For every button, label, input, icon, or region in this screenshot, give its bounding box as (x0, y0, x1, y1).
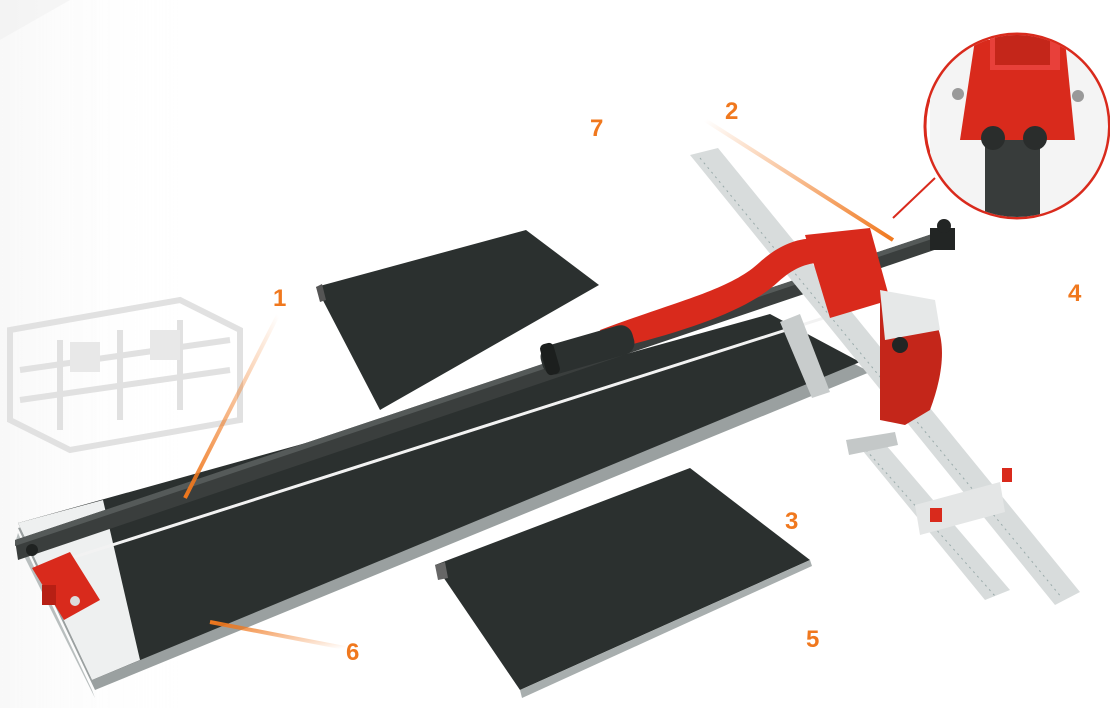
callout-label-1: 1 (273, 285, 287, 312)
support-wing-top (316, 230, 599, 410)
callout-label-7: 7 (590, 115, 604, 142)
leader-6 (209, 620, 346, 650)
end-block-left (26, 544, 100, 620)
callout-label-5: 5 (806, 626, 820, 653)
leader-2 (703, 118, 895, 242)
callout-label-6: 6 (346, 639, 360, 666)
leader-1 (183, 314, 280, 499)
callout-label-2: 2 (725, 98, 739, 125)
callout-leaders (183, 118, 1105, 662)
callout-label-3: 3 (785, 508, 799, 535)
callout-label-4: 4 (1068, 280, 1082, 307)
support-wing-bottom (435, 468, 812, 698)
cutting-head (600, 219, 955, 425)
cutting-head-detail-icon (892, 32, 1110, 220)
handle-grip (540, 325, 635, 376)
